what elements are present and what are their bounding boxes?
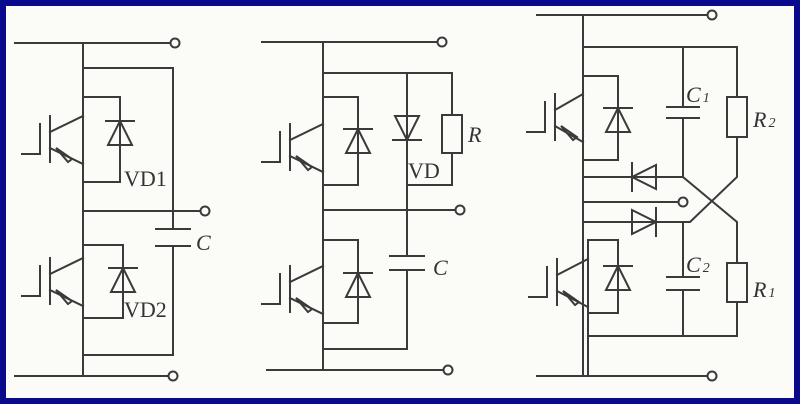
diode-icon: [392, 115, 422, 143]
label-vd1: VD1: [124, 166, 167, 191]
emitter-arrow: [55, 289, 74, 306]
label-r: R: [467, 122, 482, 147]
emitter-arrow: [55, 147, 74, 164]
terminal-icon: [167, 370, 179, 382]
wire: [322, 269, 408, 350]
label-c: C: [196, 230, 211, 255]
terminal-icon: [442, 364, 454, 376]
terminal-icon: [454, 204, 466, 216]
diode-icon: [105, 118, 135, 146]
diode-icon: [343, 270, 373, 298]
wire: [82, 96, 121, 183]
wire: [322, 72, 453, 116]
wire: [322, 96, 359, 186]
wire: [528, 266, 548, 298]
label-vd: VD: [408, 158, 440, 183]
capacitor-icon: [666, 276, 700, 291]
wire: [582, 46, 738, 98]
diode-triangle: [344, 270, 372, 298]
igbt-icon: [261, 122, 325, 174]
terminal-icon: [436, 36, 448, 48]
wire: [82, 67, 174, 230]
circuit-1: [14, 37, 211, 382]
wire: [587, 239, 619, 314]
emitter-arrow: [562, 290, 581, 307]
capacitor-icon: [155, 228, 191, 247]
wire: [82, 244, 124, 319]
wire: [682, 117, 738, 264]
igbt-icon: [21, 256, 85, 308]
wire: [526, 101, 546, 133]
resistor-icon: [726, 262, 748, 303]
diode-icon: [629, 162, 657, 192]
wire: [288, 264, 325, 284]
wire: [587, 301, 738, 337]
igbt-icon: [526, 92, 585, 144]
circuit-3: [526, 9, 748, 382]
terminal-icon: [169, 37, 181, 49]
wire: [555, 289, 590, 309]
label-c: C: [433, 255, 448, 280]
wire: [553, 92, 585, 112]
wire: [48, 114, 85, 134]
diode-icon: [108, 265, 138, 293]
resistor-icon: [726, 96, 748, 138]
wire: [48, 256, 85, 276]
diode-triangle: [629, 163, 657, 191]
wire: [261, 273, 281, 305]
diode-triangle: [604, 263, 632, 291]
diode-icon: [343, 126, 373, 154]
emitter-arrow: [560, 125, 579, 142]
igbt-icon: [261, 264, 325, 316]
wire: [288, 122, 325, 142]
wire: [21, 123, 41, 155]
terminal-icon: [706, 9, 718, 21]
terminal-icon: [199, 205, 211, 217]
emitter-arrow: [295, 155, 314, 172]
capacitor-icon: [666, 106, 700, 119]
circuit-2: [261, 36, 466, 376]
diode-icon: [631, 207, 659, 237]
terminal-icon: [706, 370, 718, 382]
diode-triangle: [393, 115, 421, 143]
igbt-icon: [528, 257, 590, 309]
wire: [21, 265, 41, 297]
diode-triangle: [631, 208, 659, 236]
terminal-icon: [677, 196, 689, 208]
diode-triangle: [604, 105, 632, 133]
diode-triangle: [106, 118, 134, 146]
wire: [406, 152, 453, 186]
diode-triangle: [109, 265, 137, 293]
diode-icon: [603, 263, 633, 291]
emitter-arrow: [295, 297, 314, 314]
wire: [555, 257, 590, 277]
wire: [261, 131, 281, 163]
diode-icon: [603, 105, 633, 133]
wire: [582, 75, 619, 161]
resistor-icon: [441, 114, 463, 154]
wire: [322, 239, 359, 324]
label-vd2: VD2: [124, 297, 167, 322]
igbt-icon: [21, 114, 85, 166]
capacitor-icon: [389, 255, 425, 271]
diode-triangle: [344, 126, 372, 154]
wire: [582, 136, 738, 223]
wire: [82, 245, 174, 356]
